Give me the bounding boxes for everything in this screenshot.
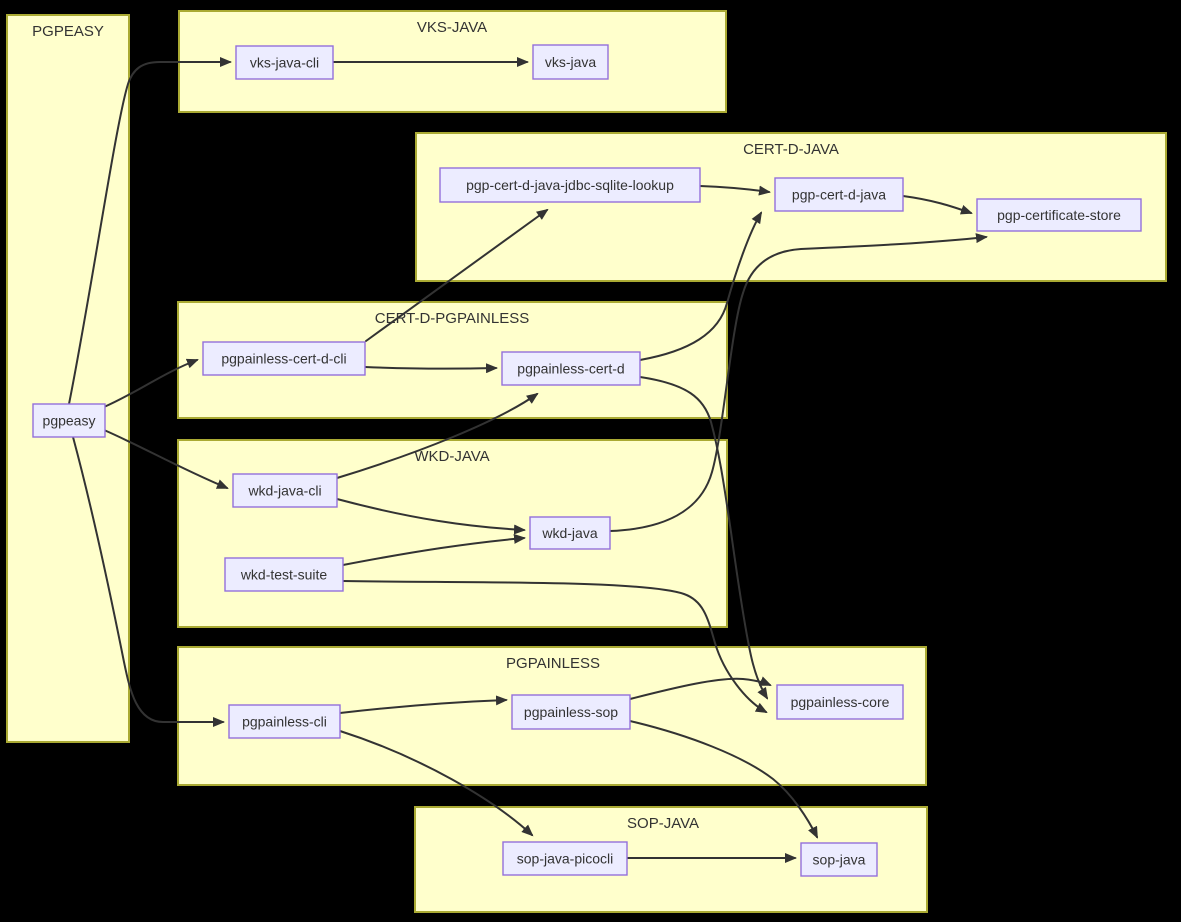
edge-pgp-cert-d-java-jdbc-sqlite-lookup-to-pgp-cert-d-java xyxy=(699,185,771,196)
edge-pgpainless-cli-to-pgpainless-sop xyxy=(339,695,508,714)
nodes-layer: pgpeasy vks-java-cli vks-java pgp-cert-d-ja… xyxy=(32,44,1142,877)
edge-pgpeasy-to-wkd-java-cli xyxy=(103,429,229,489)
node-pgpeasy: pgpeasy xyxy=(32,403,106,438)
node-label-pgp-cert-d-java: pgp-cert-d-java xyxy=(792,187,886,203)
node-box-wkd-java xyxy=(529,516,611,550)
node-label-wkd-test-suite: wkd-test-suite xyxy=(240,567,328,583)
node-pgpainless-core: pgpainless-core xyxy=(776,684,904,720)
cluster-pgpeasy-group xyxy=(6,14,130,743)
node-label-wkd-java: wkd-java xyxy=(541,525,597,541)
node-label-pgp-certificate-store: pgp-certificate-store xyxy=(997,207,1121,223)
cluster-label-pgpainless-group: PGPAINLESS xyxy=(506,655,600,672)
node-box-pgpainless-core xyxy=(776,684,904,720)
cluster-label-wkd-java-group: WKD-JAVA xyxy=(414,448,489,465)
node-pgpainless-sop: pgpainless-sop xyxy=(511,694,631,730)
node-box-sop-java xyxy=(800,842,878,877)
node-vks-java: vks-java xyxy=(532,44,609,80)
node-label-vks-java-cli: vks-java-cli xyxy=(250,55,319,71)
node-box-vks-java xyxy=(532,44,609,80)
node-wkd-test-suite: wkd-test-suite xyxy=(224,557,344,592)
node-sop-java: sop-java xyxy=(800,842,878,877)
node-box-wkd-java-cli xyxy=(232,473,338,508)
edge-wkd-java-to-pgp-certificate-store xyxy=(609,233,988,532)
edges-layer xyxy=(68,57,988,863)
node-label-sop-java: sop-java xyxy=(813,852,866,868)
edge-pgpainless-cert-d-cli-to-pgpainless-cert-d xyxy=(364,363,498,374)
edge-pgp-cert-d-java-to-pgp-certificate-store xyxy=(902,195,973,215)
edge-pgpeasy-to-vks-java-cli xyxy=(68,57,232,405)
node-box-pgpainless-cert-d xyxy=(501,351,641,386)
cluster-wkd-java-group xyxy=(177,439,728,628)
clusters-layer: PGPEASY VKS-JAVA CERT-D-JAVA CERT-D-PGPAINL… xyxy=(6,10,1167,913)
edge-wkd-test-suite-to-pgpainless-core xyxy=(342,580,768,713)
edge-wkd-test-suite-to-wkd-java xyxy=(342,533,526,566)
node-vks-java-cli: vks-java-cli xyxy=(235,45,334,80)
node-box-wkd-test-suite xyxy=(224,557,344,592)
node-box-pgp-cert-d-java xyxy=(774,177,904,212)
cluster-label-cert-d-java-group: CERT-D-JAVA xyxy=(743,141,839,158)
node-label-pgpainless-cert-d: pgpainless-cert-d xyxy=(517,361,624,377)
node-pgpainless-cert-d-cli: pgpainless-cert-d-cli xyxy=(202,341,366,376)
node-box-sop-java-picocli xyxy=(502,841,628,876)
node-label-vks-java: vks-java xyxy=(545,54,597,70)
edge-pgpainless-cert-d-cli-to-pgp-cert-d-java-jdbc-sqlite-lookup xyxy=(365,208,549,342)
node-pgpainless-cert-d: pgpainless-cert-d xyxy=(501,351,641,386)
node-wkd-java: wkd-java xyxy=(529,516,611,550)
cluster-label-sop-java-group: SOP-JAVA xyxy=(627,815,699,832)
node-box-pgp-certificate-store xyxy=(976,198,1142,232)
edge-pgpeasy-to-pgpainless-cli xyxy=(72,436,225,727)
node-box-pgpainless-cert-d-cli xyxy=(202,341,366,376)
edge-pgpainless-sop-to-sop-java xyxy=(629,720,818,839)
edge-pgpainless-cert-d-to-pgp-cert-d-java xyxy=(639,211,763,361)
cluster-label-cert-d-pgpainless-group: CERT-D-PGPAINLESS xyxy=(375,310,529,327)
node-box-pgpainless-cli xyxy=(228,704,341,739)
edge-wkd-java-cli-to-wkd-java xyxy=(336,498,526,535)
node-pgp-cert-d-java-jdbc-sqlite-lookup: pgp-cert-d-java-jdbc-sqlite-lookup xyxy=(439,167,701,203)
edge-wkd-java-cli-to-pgpainless-cert-d xyxy=(336,392,539,479)
node-box-pgp-cert-d-java-jdbc-sqlite-lookup xyxy=(439,167,701,203)
node-label-pgpainless-cert-d-cli: pgpainless-cert-d-cli xyxy=(221,351,346,367)
node-pgp-certificate-store: pgp-certificate-store xyxy=(976,198,1142,232)
node-label-pgpeasy: pgpeasy xyxy=(43,413,96,429)
node-wkd-java-cli: wkd-java-cli xyxy=(232,473,338,508)
edge-pgpeasy-to-pgpainless-cert-d-cli xyxy=(103,358,199,408)
node-label-pgp-cert-d-java-jdbc-sqlite-lookup: pgp-cert-d-java-jdbc-sqlite-lookup xyxy=(466,177,674,193)
edge-pgpainless-cert-d-to-pgpainless-core xyxy=(639,376,769,700)
node-label-sop-java-picocli: sop-java-picocli xyxy=(517,851,613,867)
edge-pgpainless-cli-to-sop-java-picocli xyxy=(339,730,534,837)
node-label-pgpainless-cli: pgpainless-cli xyxy=(242,714,327,730)
node-box-pgpeasy xyxy=(32,403,106,438)
node-label-pgpainless-core: pgpainless-core xyxy=(791,694,890,710)
node-sop-java-picocli: sop-java-picocli xyxy=(502,841,628,876)
edge-pgpainless-sop-to-pgpainless-core xyxy=(629,676,772,700)
node-label-wkd-java-cli: wkd-java-cli xyxy=(247,483,321,499)
node-label-pgpainless-sop: pgpainless-sop xyxy=(524,704,618,720)
cluster-label-pgpeasy-group: PGPEASY xyxy=(32,23,104,40)
cluster-label-vks-java-group: VKS-JAVA xyxy=(417,19,487,36)
node-pgpainless-cli: pgpainless-cli xyxy=(228,704,341,739)
node-box-vks-java-cli xyxy=(235,45,334,80)
node-pgp-cert-d-java: pgp-cert-d-java xyxy=(774,177,904,212)
node-box-pgpainless-sop xyxy=(511,694,631,730)
